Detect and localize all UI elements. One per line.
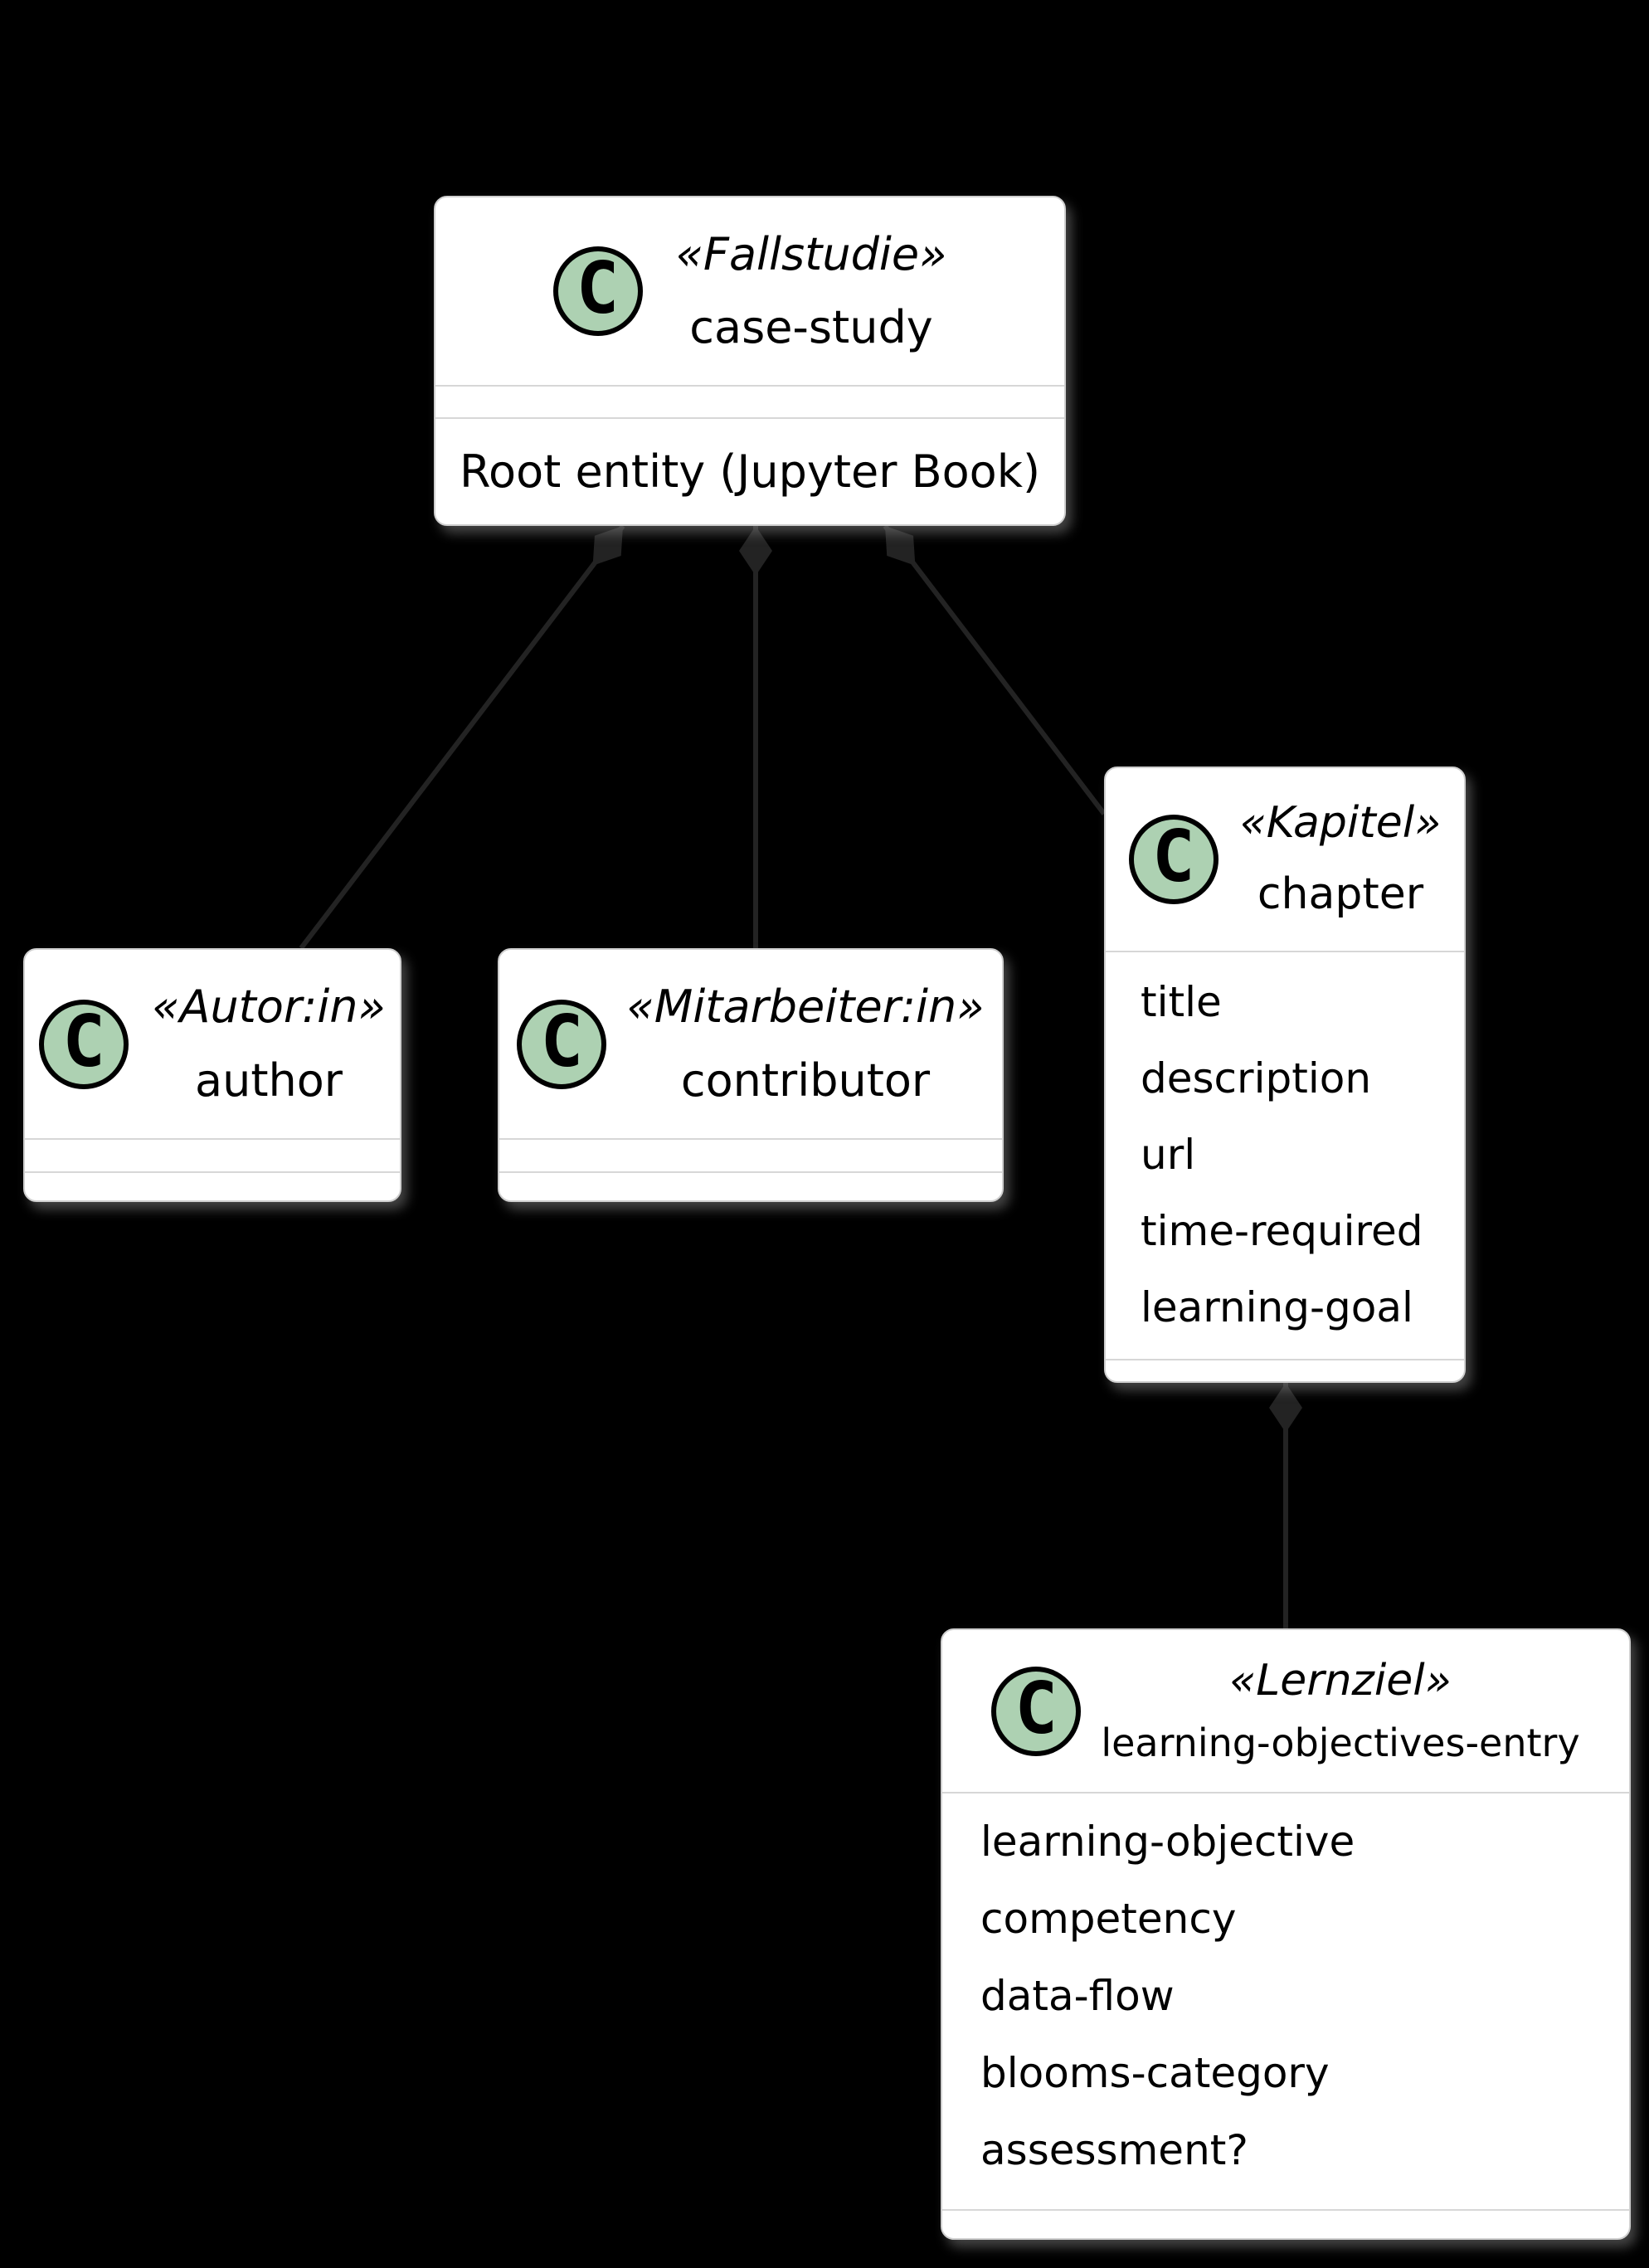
class-learning-objectives-entry-header: C «Lernziel» learning-objectives-entry	[942, 1630, 1629, 1792]
stereotype-label: «Mitarbeiter:in»	[626, 981, 985, 1034]
class-circle-icon: C	[39, 999, 129, 1089]
empty-attributes-compartment	[499, 1140, 1002, 1171]
attribute-row: learning-goal	[1141, 1283, 1413, 1331]
stereotype-label: «Lernziel»	[1229, 1656, 1452, 1706]
class-learning-objectives-entry: C «Lernziel» learning-objectives-entry l…	[941, 1628, 1631, 2240]
class-title: «Lernziel» learning-objectives-entry	[1101, 1656, 1580, 1765]
attribute-row: url	[1141, 1131, 1196, 1179]
compartment-separator	[435, 385, 1064, 387]
class-name-label: author	[195, 1054, 343, 1107]
class-circle-letter: C	[62, 1000, 106, 1083]
attribute-row: title	[1141, 978, 1222, 1026]
class-body-text: Root entity (Jupyter Book)	[459, 445, 1041, 498]
class-name-label: chapter	[1257, 869, 1424, 919]
composition-diamond-icon	[592, 526, 623, 566]
class-name-label: case-study	[689, 301, 933, 353]
edge-chapter-learning-objectives-entry	[1269, 1383, 1302, 1628]
empty-methods-compartment	[942, 2211, 1629, 2238]
attribute-row: blooms-category	[980, 2049, 1330, 2097]
class-circle-icon: C	[991, 1666, 1082, 1756]
compartment-separator	[25, 1171, 400, 1173]
class-author-header: C «Autor:in» author	[25, 950, 400, 1138]
stereotype-label: «Autor:in»	[152, 981, 386, 1034]
class-circle-icon: C	[517, 999, 607, 1089]
attribute-row: description	[1141, 1054, 1372, 1102]
compartment-separator	[942, 1792, 1629, 1793]
composition-diamond-icon	[1269, 1383, 1302, 1433]
class-case-study-header: C «Fallstudie» case-study	[435, 197, 1064, 385]
class-circle-icon: C	[552, 246, 643, 336]
edge-case-study-chapter	[883, 524, 1107, 815]
attributes-compartment: learning-objective competency data-flow …	[942, 1793, 1629, 2209]
class-author: C «Autor:in» author	[23, 948, 401, 1202]
compartment-separator	[1106, 951, 1464, 952]
class-contributor: C «Mitarbeiter:in» contributor	[498, 948, 1004, 1202]
compartment-separator	[499, 1171, 1002, 1173]
compartment-separator	[435, 417, 1064, 419]
empty-methods-compartment	[1106, 1360, 1464, 1381]
class-circle-letter: C	[1151, 815, 1195, 898]
compartment-separator	[942, 2209, 1629, 2211]
class-circle-letter: C	[1014, 1667, 1058, 1750]
class-title: «Autor:in» author	[152, 981, 386, 1106]
class-title: «Fallstudie» case-study	[675, 227, 947, 353]
empty-attributes-compartment	[435, 387, 1064, 417]
attribute-row: data-flow	[980, 1972, 1175, 2020]
edge-case-study-contributor	[739, 526, 772, 948]
class-circle-letter: C	[540, 1000, 584, 1083]
stereotype-label: «Kapitel»	[1239, 798, 1442, 849]
compartment-separator	[499, 1138, 1002, 1140]
class-name-label: contributor	[680, 1054, 931, 1107]
class-contributor-header: C «Mitarbeiter:in» contributor	[499, 950, 1002, 1138]
stereotype-label: «Fallstudie»	[675, 227, 947, 280]
composition-diamond-icon	[885, 526, 916, 566]
compartment-separator	[1106, 1359, 1464, 1360]
class-circle-icon: C	[1128, 815, 1219, 904]
class-chapter: C «Kapitel» chapter title description ur…	[1104, 767, 1466, 1383]
empty-methods-compartment	[25, 1173, 400, 1200]
attribute-row: time-required	[1141, 1207, 1423, 1255]
edge-case-study-author	[299, 524, 625, 950]
attribute-row: learning-objective	[980, 1818, 1355, 1866]
empty-methods-compartment	[499, 1173, 1002, 1200]
class-case-study: C «Fallstudie» case-study Root entity (J…	[434, 196, 1066, 526]
class-chapter-header: C «Kapitel» chapter	[1106, 768, 1464, 951]
compartment-separator	[25, 1138, 400, 1140]
attributes-compartment: title description url time-required lear…	[1106, 952, 1464, 1359]
composition-diamond-icon	[739, 526, 772, 576]
class-name-label: learning-objectives-entry	[1101, 1720, 1580, 1765]
class-title: «Kapitel» chapter	[1239, 798, 1442, 920]
attribute-row: assessment?	[980, 2126, 1248, 2174]
empty-attributes-compartment	[25, 1140, 400, 1171]
class-circle-letter: C	[576, 247, 620, 330]
attribute-row: competency	[980, 1895, 1237, 1943]
class-title: «Mitarbeiter:in» contributor	[626, 981, 984, 1106]
